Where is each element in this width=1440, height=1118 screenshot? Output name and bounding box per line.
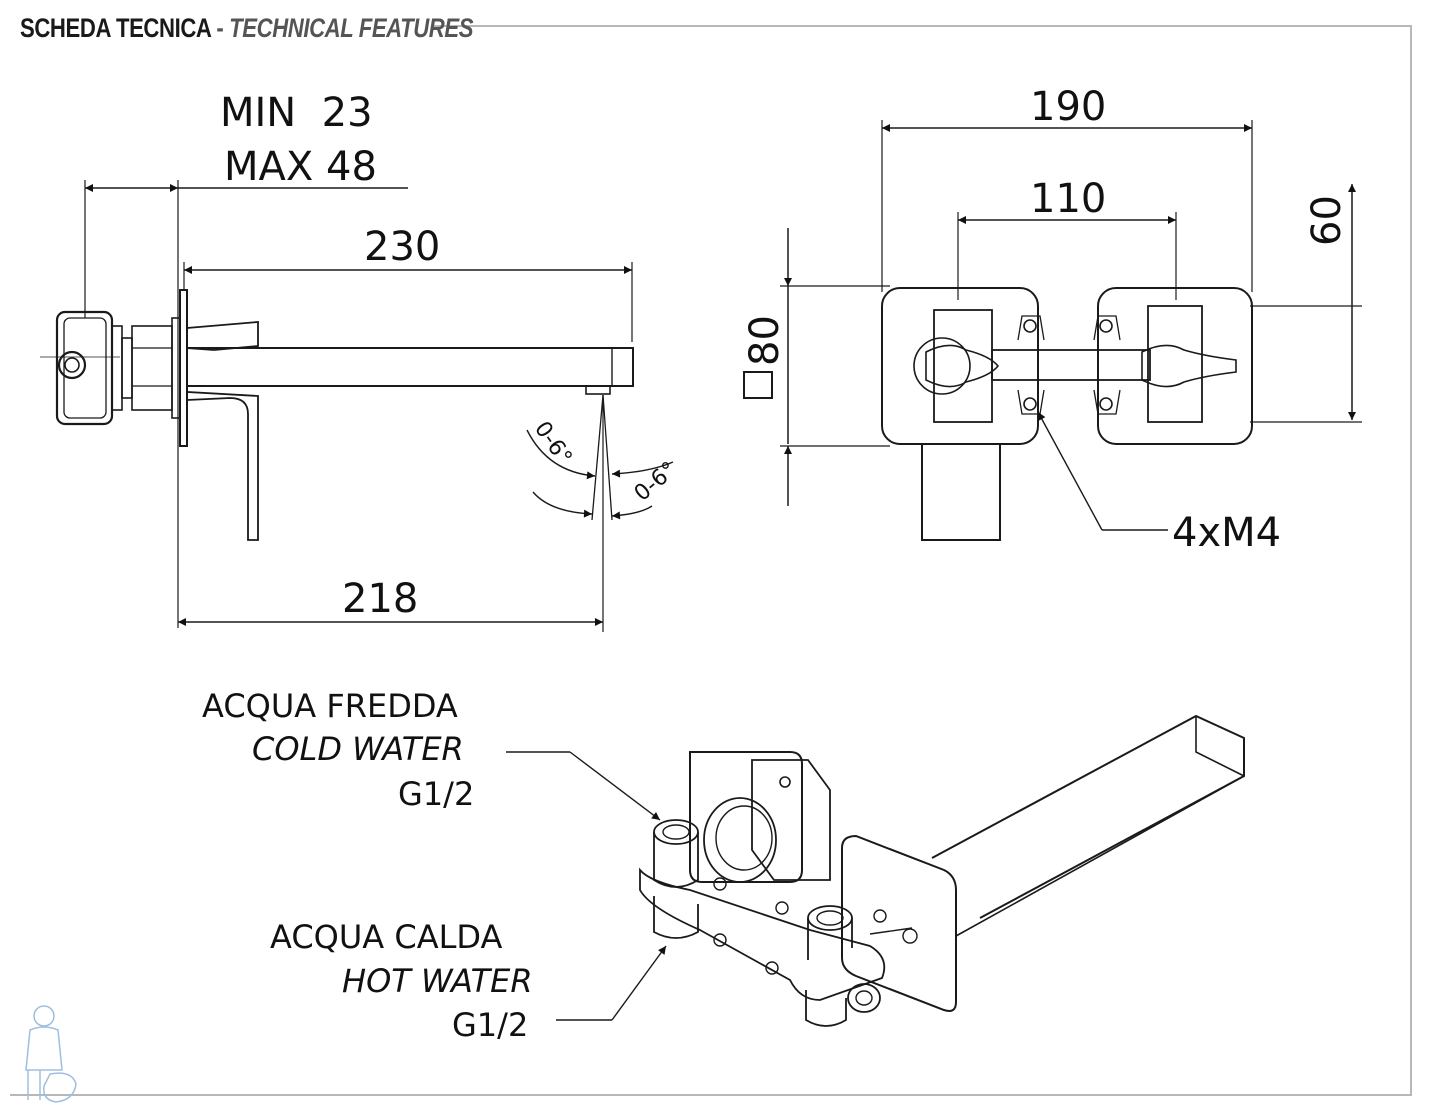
title-english: TECHNICAL FEATURES bbox=[229, 13, 474, 43]
angle-label-2: 0-6° bbox=[630, 457, 682, 506]
side-view bbox=[40, 180, 674, 632]
screws-label: 4xM4 bbox=[1172, 510, 1281, 556]
iso-view bbox=[506, 714, 1245, 1027]
cold-water-it-label: ACQUA FREDDA bbox=[202, 687, 458, 725]
title-main: SCHEDA TECNICA bbox=[20, 13, 211, 43]
hot-water-en-label: HOT WATER bbox=[342, 962, 533, 1000]
title-separator: - bbox=[216, 13, 224, 43]
frame-right bbox=[1410, 25, 1412, 1095]
width-centers-label: 110 bbox=[1030, 176, 1106, 222]
depth-min-label: MIN 23 bbox=[220, 90, 373, 136]
height-plate-label: 60 bbox=[1304, 195, 1350, 246]
depth-max-label: MAX 48 bbox=[224, 144, 377, 190]
watermark bbox=[1416, 1010, 1436, 1110]
header-rule bbox=[432, 25, 1412, 27]
plumber-logo-icon bbox=[25, 1005, 77, 1103]
front-view bbox=[743, 120, 1362, 541]
spout-reach-label: 218 bbox=[342, 576, 418, 622]
hot-water-it-label: ACQUA CALDA bbox=[270, 918, 502, 956]
page-title: SCHEDA TECNICA - TECHNICAL FEATURES bbox=[20, 8, 474, 48]
spout-length-label: 230 bbox=[364, 224, 440, 270]
width-total-label: 190 bbox=[1030, 84, 1106, 130]
cold-water-size-label: G1/2 bbox=[398, 775, 474, 813]
cold-water-en-label: COLD WATER bbox=[252, 730, 464, 768]
hot-water-size-label: G1/2 bbox=[452, 1006, 528, 1044]
frame-bottom bbox=[10, 1094, 1412, 1096]
square-size-label: 80 bbox=[742, 315, 788, 366]
angle-label-1: 0-6° bbox=[529, 417, 576, 470]
